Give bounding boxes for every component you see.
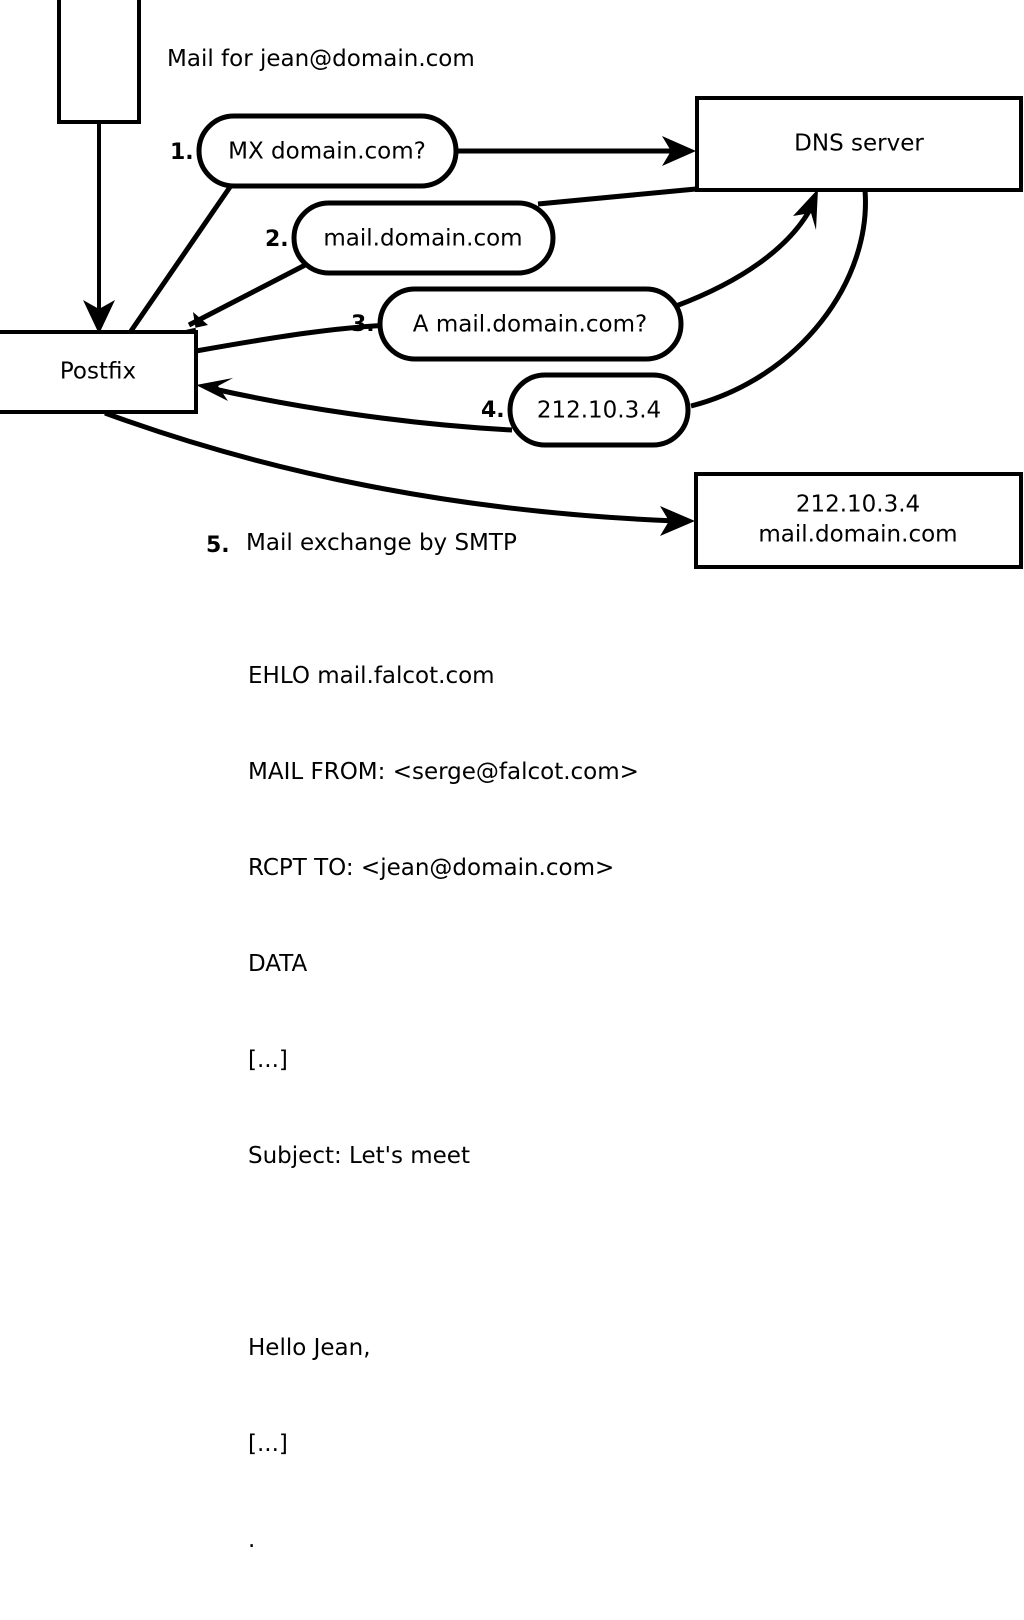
mail-server-ip: 212.10.3.4 (796, 492, 920, 518)
step-1-label: MX domain.com? (228, 139, 426, 165)
connector-step4-to-postfix (196, 378, 513, 433)
step-2-label: mail.domain.com (323, 226, 522, 252)
transcript-line: MAIL FROM: <serge@falcot.com> (248, 759, 639, 785)
transcript-line: [...] (248, 1047, 288, 1073)
connector-step2-to-postfix (172, 259, 313, 333)
step-bubble-3: A mail.domain.com? (377, 286, 684, 362)
connector-postfix-to-step1 (128, 185, 233, 333)
transcript-line: RCPT TO: <jean@domain.com> (248, 855, 615, 881)
connector-source-to-postfix (83, 122, 115, 334)
transcript-line: Subject: Let's meet (248, 1143, 470, 1169)
smtp-transcript: EHLO mail.falcot.com MAIL FROM: <serge@f… (248, 596, 639, 1620)
mail-server-node: 212.10.3.4 mail.domain.com (694, 472, 1023, 569)
diagram-canvas: Postfix DNS server 212.10.3.4 mail.domai… (0, 0, 1023, 569)
postfix-node: Postfix (0, 330, 198, 414)
transcript-line: EHLO mail.falcot.com (248, 663, 495, 689)
step-4-label: 212.10.3.4 (537, 398, 661, 424)
step-3-label: A mail.domain.com? (413, 312, 647, 338)
transcript-line-blank (248, 1236, 639, 1268)
step-bubble-4: 212.10.3.4 (507, 372, 691, 448)
postfix-label: Postfix (60, 359, 136, 385)
mail-server-hostname: mail.domain.com (758, 522, 957, 548)
transcript-line: [...] (248, 1431, 288, 1457)
transcript-line: Hello Jean, (248, 1335, 371, 1361)
dns-server-label: DNS server (794, 131, 924, 157)
connector-postfix-to-step3 (195, 322, 393, 354)
mail-flow-diagram: Postfix DNS server 212.10.3.4 mail.domai… (0, 0, 1023, 1553)
step-number-2: 2. (265, 227, 289, 252)
step-number-5: 5. (206, 533, 230, 558)
transcript-line: DATA (248, 951, 308, 977)
connector-postfix-to-mailserver (104, 410, 695, 536)
source-box (57, 0, 141, 124)
step-bubble-1: MX domain.com? (196, 113, 459, 189)
connector-dns-to-step4 (690, 189, 868, 409)
dns-server-node: DNS server (695, 96, 1023, 192)
step-number-1: 1. (170, 140, 194, 165)
step-bubble-2: mail.domain.com (291, 200, 556, 276)
connector-step3-to-dns (675, 189, 818, 309)
connector-dns-to-step2 (537, 186, 697, 207)
incoming-mail-caption: Mail for jean@domain.com (167, 46, 475, 72)
step-5-label: Mail exchange by SMTP (246, 530, 517, 556)
transcript-line: . (248, 1527, 256, 1553)
connector-step1-to-dns (452, 136, 696, 166)
step-number-3: 3. (351, 312, 375, 337)
step-number-4: 4. (481, 398, 505, 423)
